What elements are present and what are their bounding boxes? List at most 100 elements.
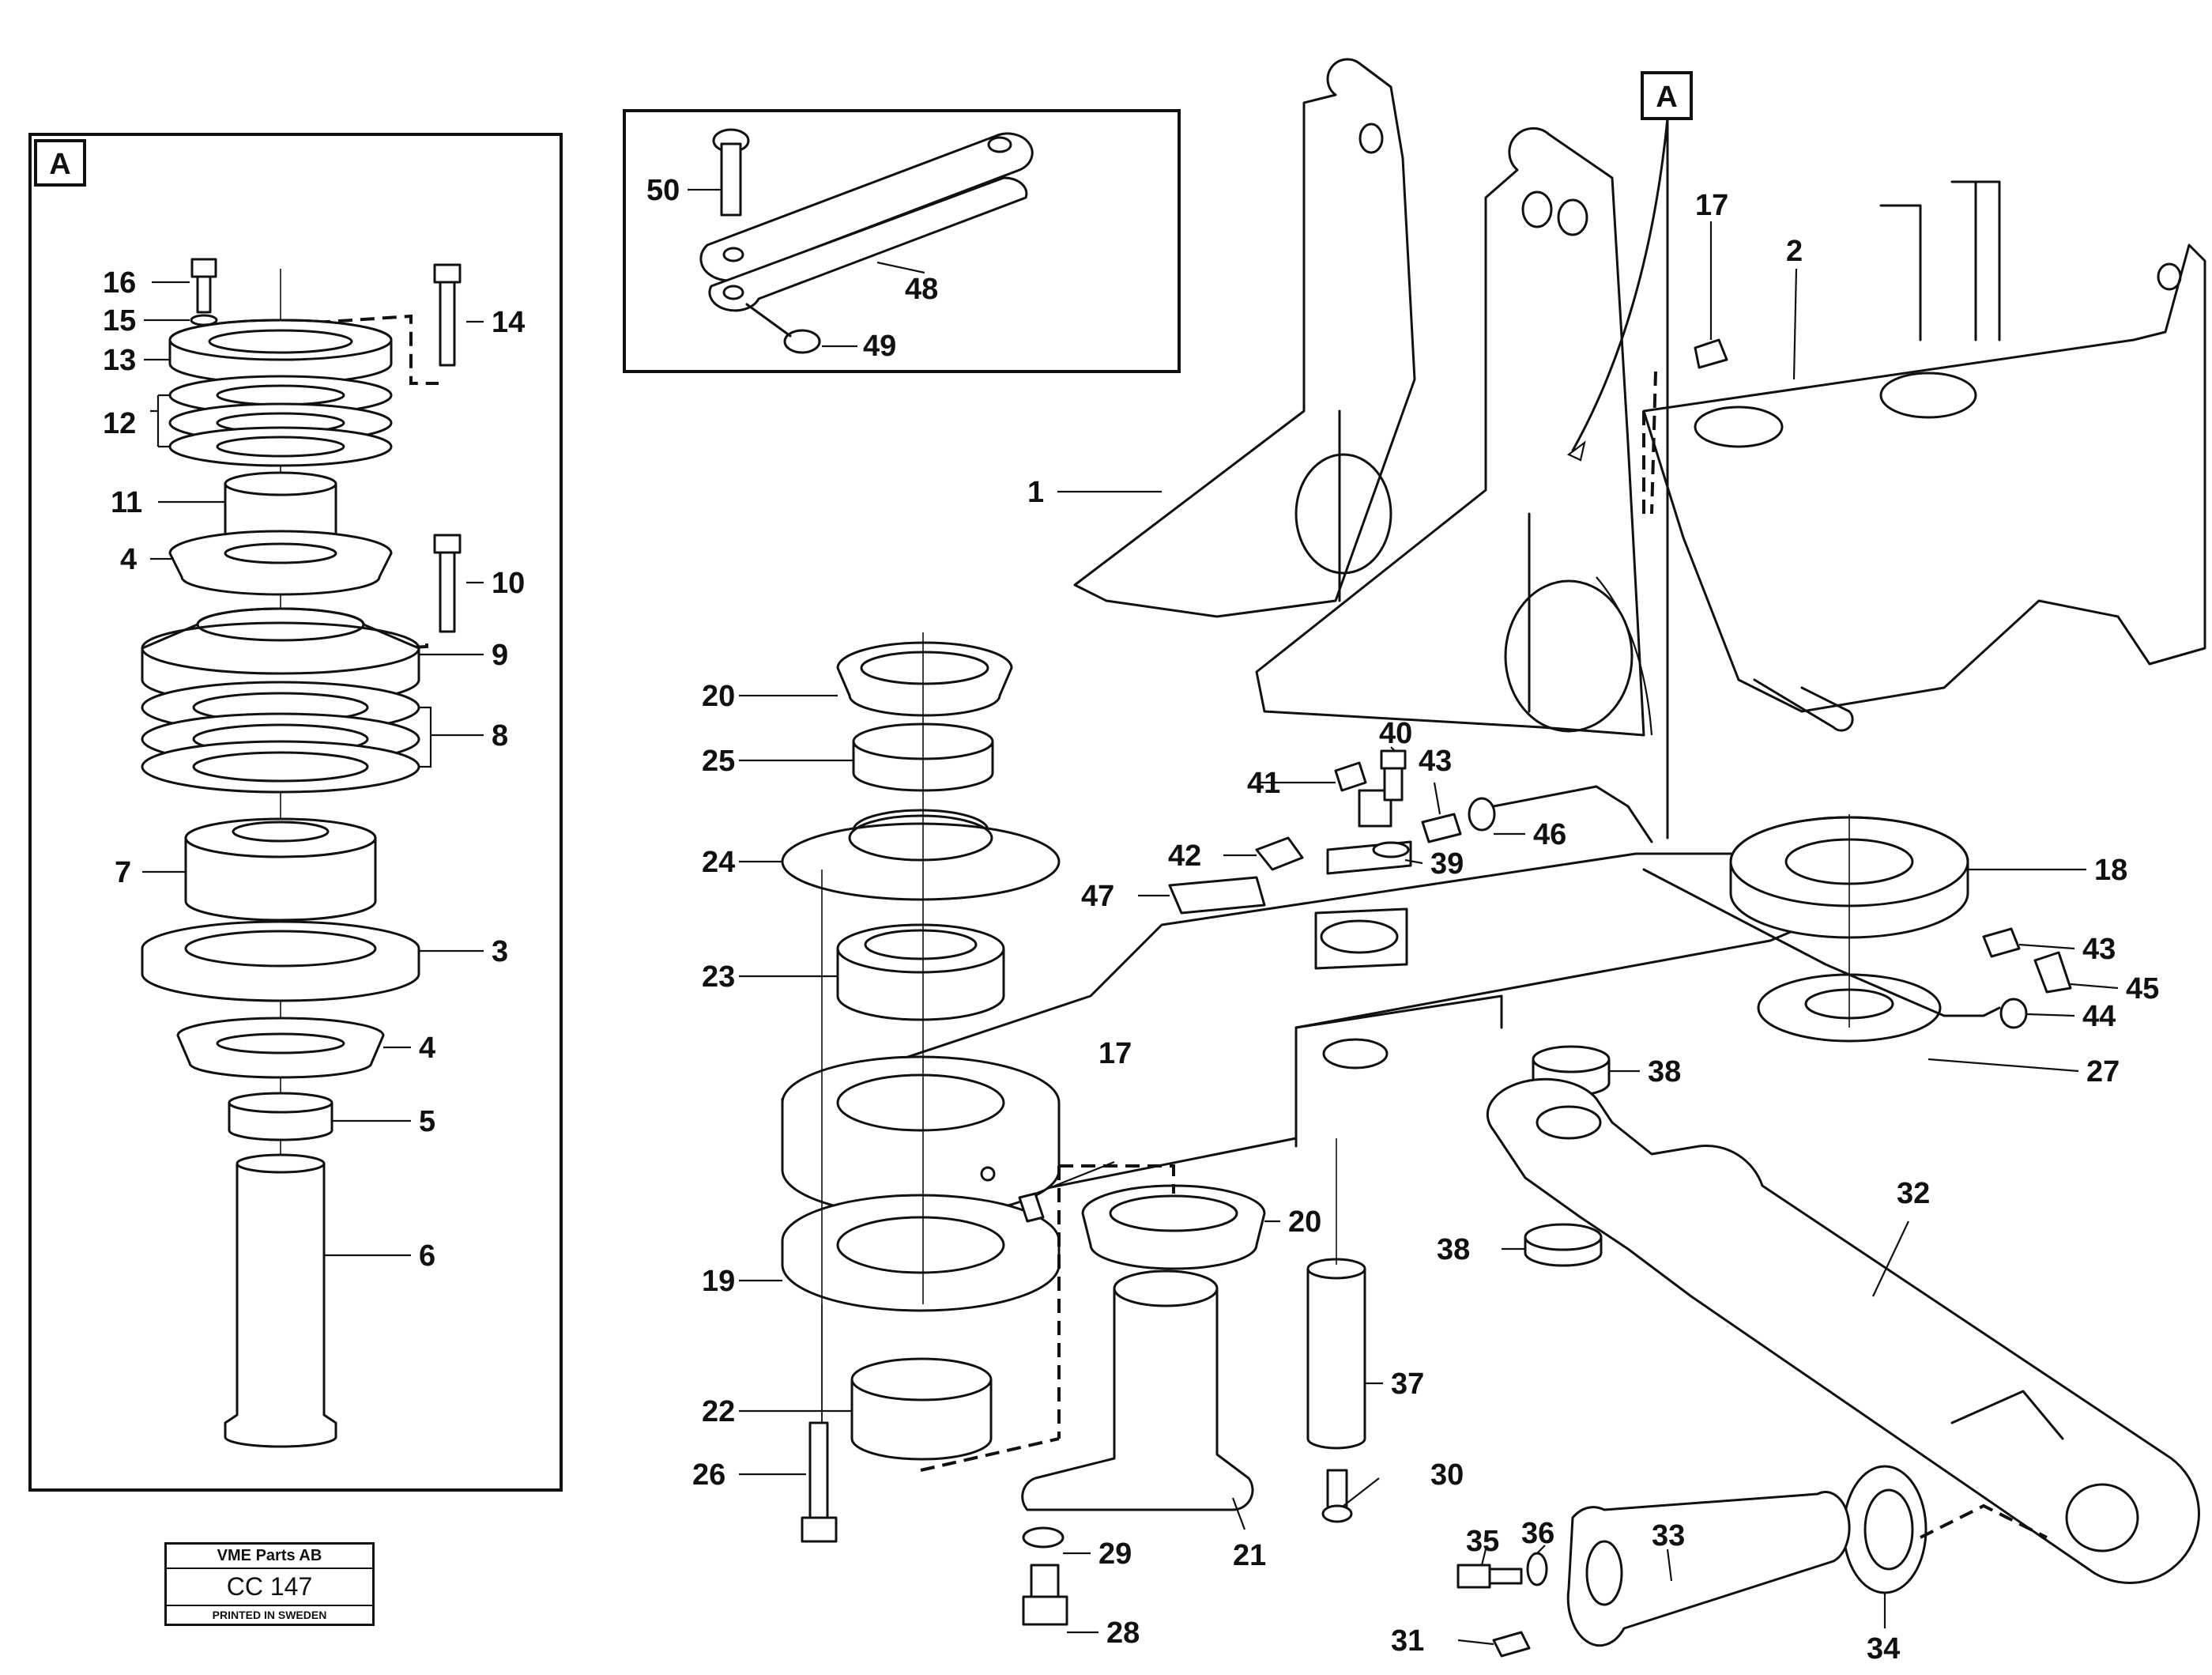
label-39: 39 [1430, 847, 1464, 881]
pin-21 [1021, 1269, 1254, 1511]
label-20-top: 20 [702, 680, 735, 713]
label-34: 34 [1867, 1632, 1900, 1666]
label-4-upper: 4 [120, 543, 137, 576]
cylinder-32 [1486, 1077, 2200, 1584]
pin-50 [712, 128, 750, 217]
label-37: 37 [1391, 1368, 1424, 1401]
bolt-14 [433, 263, 462, 367]
label-1: 1 [1027, 476, 1044, 509]
seal-20-top [836, 641, 1013, 717]
bolt-28 [1022, 1564, 1068, 1626]
label-12: 12 [103, 407, 136, 440]
label-32: 32 [1897, 1177, 1930, 1210]
label-38-upper: 38 [1648, 1055, 1681, 1088]
label-42: 42 [1168, 839, 1201, 873]
pin-6 [224, 1153, 337, 1448]
pin-37 [1306, 1258, 1366, 1450]
grease-nipple-17-top [1694, 221, 1728, 369]
bolt-35 [1456, 1564, 1523, 1589]
label-38-lower: 38 [1437, 1233, 1470, 1266]
ring-13 [168, 319, 393, 385]
elbow-42 [1255, 836, 1304, 871]
frame-bracket-1 [1073, 58, 1645, 737]
label-13: 13 [103, 344, 136, 377]
pivot-block-upper [781, 1055, 1061, 1217]
bolt-30 [1321, 1469, 1353, 1523]
label-24: 24 [702, 846, 735, 879]
label-3: 3 [492, 935, 508, 968]
washer-36 [1526, 1552, 1548, 1586]
link-48 [699, 132, 1034, 312]
label-46: 46 [1533, 818, 1566, 851]
label-30: 30 [1430, 1458, 1464, 1492]
label-4-lower: 4 [419, 1032, 435, 1065]
elbow-45 [2033, 951, 2072, 994]
label-33: 33 [1652, 1519, 1685, 1552]
flange-3 [141, 920, 420, 1002]
seal-20-lower [1081, 1184, 1266, 1270]
label-17-top: 17 [1695, 189, 1728, 222]
label-5: 5 [419, 1105, 435, 1138]
detail-a-letter: A [49, 148, 70, 181]
label-17-lower: 17 [1098, 1037, 1132, 1070]
label-49: 49 [863, 330, 896, 363]
washer-39 [1372, 841, 1410, 858]
detail-a-panel: A [28, 133, 563, 1492]
union-43-right [1982, 927, 2021, 958]
housing-7 [184, 817, 377, 922]
label-21: 21 [1233, 1539, 1266, 1572]
fittings-cluster [1168, 749, 2072, 1029]
washer-29 [1022, 1526, 1065, 1549]
nut-44 [1999, 998, 2028, 1029]
frame-part-2 [1642, 180, 2206, 732]
label-28: 28 [1106, 1617, 1140, 1650]
grease-nipple-31 [1492, 1631, 1531, 1658]
label-16: 16 [103, 266, 136, 300]
bolt-40-shank [1383, 767, 1404, 802]
label-41: 41 [1247, 767, 1280, 800]
callout-a-letter: A [1656, 81, 1677, 114]
label-15: 15 [103, 304, 136, 338]
linkage-inset: 50 48 49 [623, 109, 1181, 373]
clip-49 [745, 303, 821, 354]
label-8: 8 [492, 719, 508, 753]
seal-34 [1842, 1465, 1927, 1594]
label-43-top: 43 [1419, 745, 1452, 778]
bolt-26 [801, 1421, 838, 1543]
bolt-40-head [1380, 749, 1407, 770]
label-23: 23 [702, 960, 735, 994]
label-10: 10 [492, 567, 525, 600]
label-31: 31 [1391, 1624, 1424, 1658]
label-11: 11 [111, 486, 142, 519]
nipple-41 [1334, 761, 1367, 792]
label-36: 36 [1521, 1517, 1554, 1550]
label-6: 6 [419, 1239, 435, 1273]
label-27: 27 [2086, 1055, 2120, 1088]
title-block-company: VME Parts AB [167, 1545, 372, 1569]
label-25: 25 [702, 745, 735, 778]
union-43-top [1421, 813, 1462, 843]
label-14: 14 [492, 306, 525, 339]
label-7: 7 [115, 856, 131, 889]
title-block-printed: PRINTED IN SWEDEN [212, 1609, 327, 1621]
label-43-right: 43 [2082, 933, 2116, 966]
label-35: 35 [1466, 1525, 1499, 1558]
seal-4-lower [176, 1017, 385, 1079]
title-block: VME Parts AB CC 147 PRINTED IN SWEDEN [164, 1542, 375, 1626]
label-45: 45 [2126, 972, 2159, 1005]
label-19: 19 [702, 1265, 735, 1298]
label-9: 9 [492, 639, 508, 672]
label-50: 50 [646, 174, 680, 207]
bushing-38-lower [1524, 1223, 1603, 1267]
grease-nipple-17-lower [980, 1166, 1045, 1223]
nut-46 [1468, 797, 1496, 832]
bushing-22 [850, 1357, 993, 1461]
detail-a-tag [34, 139, 86, 187]
title-block-code: CC 147 [167, 1569, 372, 1606]
label-48: 48 [905, 273, 938, 306]
label-26: 26 [692, 1458, 725, 1492]
shims-12 [168, 375, 393, 467]
label-22: 22 [702, 1395, 735, 1428]
plate-47 [1168, 876, 1266, 915]
